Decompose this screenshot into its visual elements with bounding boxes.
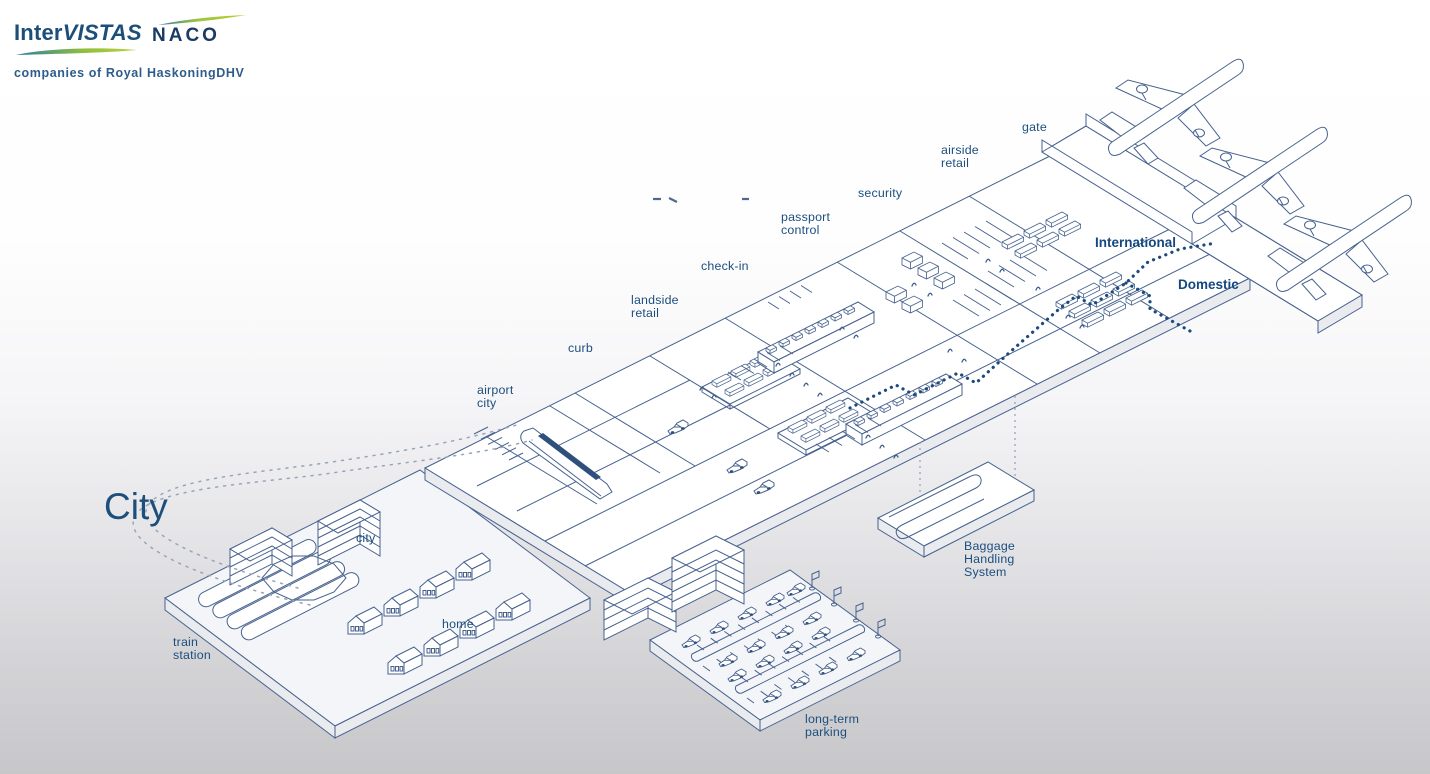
label-domestic: Domestic: [1178, 277, 1239, 292]
intervistas-logo: InterVISTAS: [14, 20, 142, 57]
airplane-icon: [1099, 58, 1244, 165]
airport-city-buildings: [602, 535, 746, 641]
label-baggage-handling: Baggage: [964, 539, 1015, 553]
label-long-term-parking: long-term: [805, 712, 859, 726]
label-train-station: train: [173, 635, 198, 649]
check-in-island: [815, 373, 964, 453]
terminal-slab: [423, 155, 1252, 603]
label-airport-city: city: [477, 396, 497, 410]
pedestrian-crossing: [473, 426, 524, 461]
brand-logos: InterVISTAS NACO compan: [14, 14, 314, 84]
passenger-figures: [699, 258, 1085, 459]
label-landside-retail: landside: [631, 293, 679, 307]
faded-title-fragment: [653, 197, 749, 203]
city-plaza: [261, 555, 347, 601]
label-baggage-handling: System: [964, 565, 1007, 579]
label-security: security: [858, 186, 903, 200]
label-airport-city: airport: [477, 383, 514, 397]
label-curb: curb: [568, 341, 593, 355]
journey-path-domestic: [1124, 281, 1192, 333]
label-city: city: [356, 531, 376, 545]
label-airside-retail: airside: [941, 143, 979, 157]
brand-tagline: companies of Royal HaskoningDHV: [14, 66, 245, 80]
city-title: City: [104, 486, 168, 527]
label-passport-control: passport: [781, 210, 830, 224]
naco-wordmark: NACO: [152, 25, 220, 46]
label-passport-control: control: [781, 223, 820, 237]
conveyor-icon: [888, 474, 985, 540]
journey-path-international: [848, 241, 1218, 410]
baggage-handling-system: [876, 396, 1036, 558]
city-district: [164, 469, 591, 740]
intervistas-swoosh-icon: [16, 48, 137, 55]
label-train-station: station: [173, 648, 211, 662]
label-airside-retail: retail: [941, 156, 969, 170]
label-baggage-handling: Handling: [964, 552, 1015, 566]
security-lanes: [941, 220, 1048, 317]
label-gate: gate: [1022, 120, 1047, 134]
city-center-buildings: [228, 499, 382, 601]
train-station-building: [198, 539, 360, 641]
label-international: International: [1095, 235, 1176, 250]
check-in-island: [727, 285, 876, 381]
long-term-parking-lot: [649, 569, 901, 732]
intervistas-wordmark: InterVISTAS: [14, 20, 142, 45]
label-check-in: check-in: [701, 259, 749, 273]
naco-logo: NACO: [152, 14, 248, 46]
label-landside-retail: retail: [631, 306, 659, 320]
label-home: home: [442, 617, 474, 631]
naco-swoosh-icon: [158, 15, 246, 25]
terminal-interior: [667, 211, 1148, 495]
airport-train: [520, 427, 613, 500]
label-long-term-parking: parking: [805, 725, 847, 739]
